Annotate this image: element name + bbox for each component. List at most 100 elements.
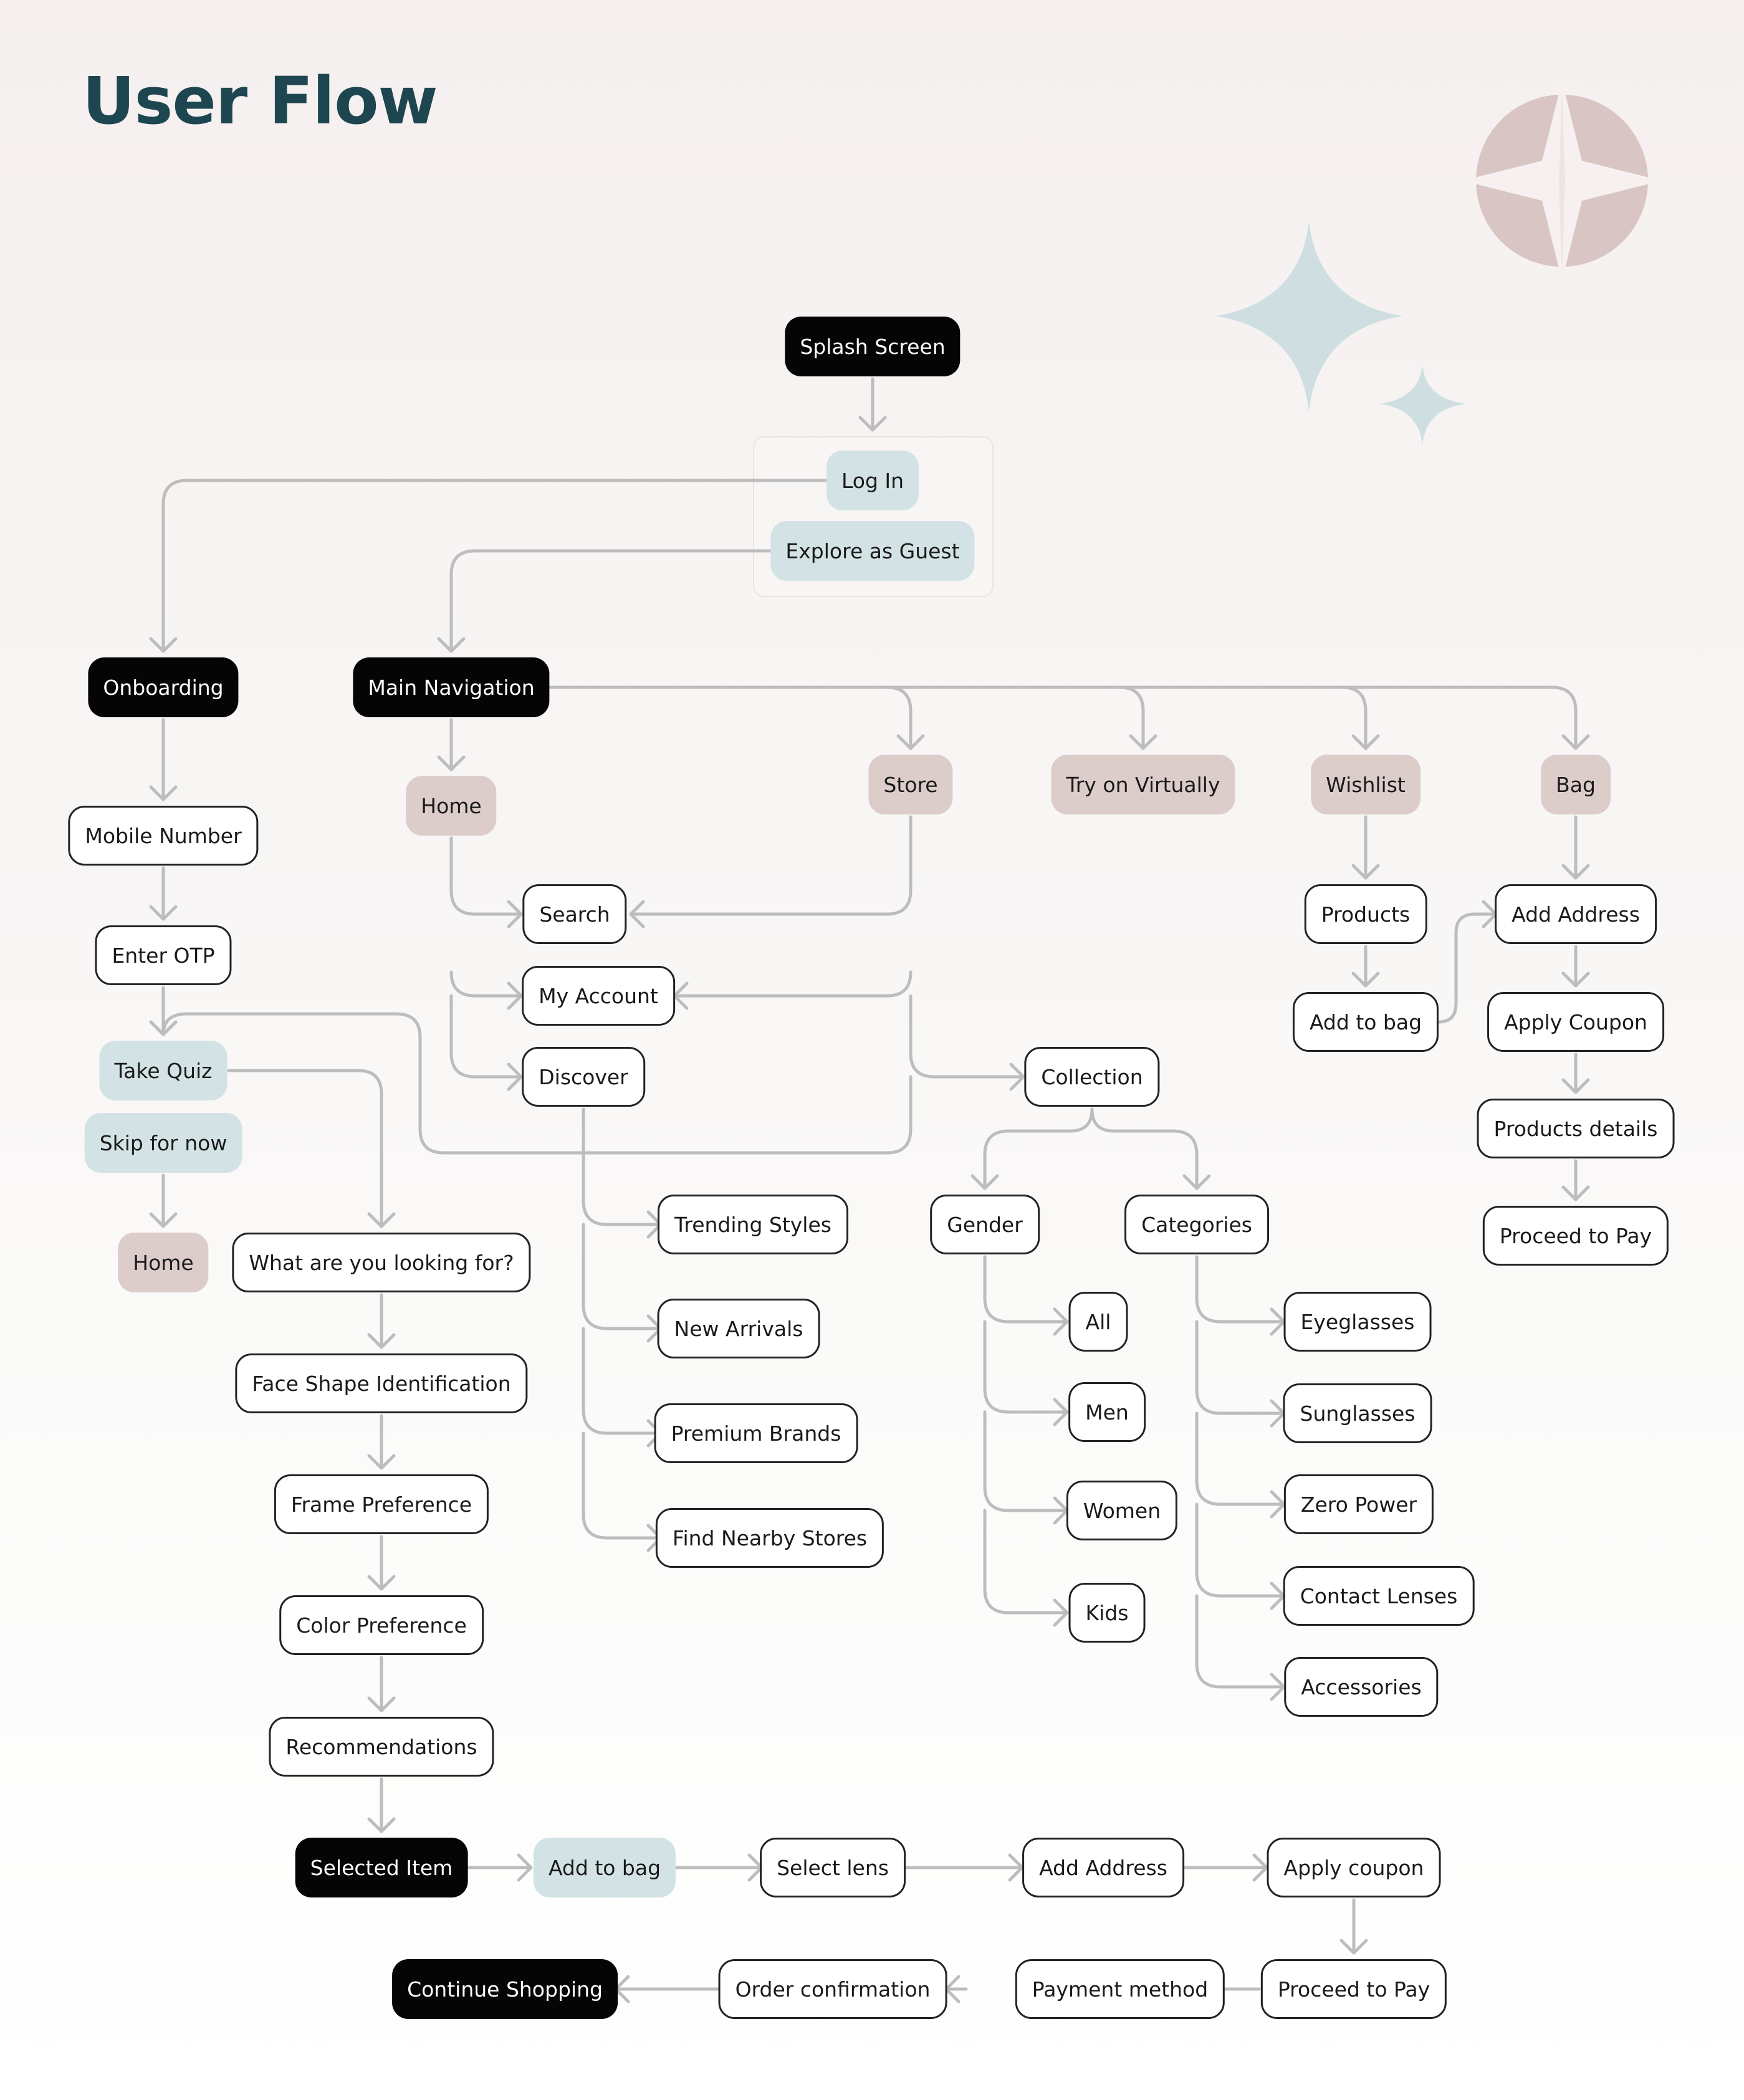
flow-node-addbag1: Add to bag bbox=[1292, 992, 1439, 1052]
arrowhead-paymethod-to-confirm bbox=[944, 1975, 961, 2003]
arrowhead-selected-to-addbag2 bbox=[517, 1853, 533, 1882]
arrowhead-categories-to-contacts bbox=[1270, 1582, 1286, 1610]
flow-node-details: Products details bbox=[1477, 1099, 1675, 1158]
connector-mainnav-to-try bbox=[885, 685, 1145, 750]
sparkle-large-icon bbox=[1215, 221, 1402, 411]
connector-store-to-account bbox=[673, 970, 913, 998]
flow-node-skip: Skip for now bbox=[84, 1113, 242, 1173]
connector-discover-to-arrivals bbox=[582, 1223, 663, 1330]
arrowhead-quiz-to-looking bbox=[367, 1212, 396, 1228]
flow-node-color: Color Preference bbox=[279, 1595, 484, 1655]
flow-node-mobile: Mobile Number bbox=[68, 806, 259, 866]
arrowhead-mainnav-to-wishlist bbox=[1351, 734, 1380, 750]
flow-node-guest: Explore as Guest bbox=[770, 521, 975, 581]
flow-node-zeropower: Zero Power bbox=[1283, 1474, 1434, 1534]
arrowhead-login-to-onboarding bbox=[149, 637, 178, 653]
flow-node-pay2: Proceed to Pay bbox=[1260, 1959, 1447, 2019]
connector-categories-to-contacts bbox=[1195, 1502, 1286, 1598]
arrowhead-gender-to-men bbox=[1053, 1398, 1069, 1426]
connector-collection-to-categories bbox=[1090, 1107, 1199, 1190]
connector-categories-to-zeropower bbox=[1195, 1411, 1286, 1506]
connector-mainnav-to-store bbox=[542, 685, 913, 750]
arrowhead-addaddr1-to-coupon1 bbox=[1561, 971, 1590, 988]
flow-node-home: Home bbox=[406, 776, 497, 836]
flow-node-women: Women bbox=[1066, 1481, 1178, 1540]
flow-node-paymethod: Payment method bbox=[1015, 1959, 1225, 2019]
flow-node-eyeglasses: Eyeglasses bbox=[1283, 1292, 1432, 1352]
arrowhead-mainnav-to-store bbox=[896, 734, 925, 750]
arrowhead-mainnav-to-home bbox=[437, 755, 466, 771]
connector-gender-to-kids bbox=[983, 1509, 1069, 1615]
connector-collection-to-gender bbox=[983, 1107, 1094, 1190]
arrowhead-coupon2-to-pay2 bbox=[1339, 1939, 1368, 1955]
arrowhead-recs-to-selected bbox=[367, 1817, 396, 1833]
flow-node-products: Products bbox=[1304, 884, 1427, 944]
connector-mainnav-to-bag bbox=[1340, 685, 1578, 750]
arrowhead-home-to-discover bbox=[507, 1062, 523, 1091]
decorations bbox=[1215, 81, 1662, 446]
flow-node-homeleft: Home bbox=[118, 1233, 209, 1292]
connector-login-to-onboarding bbox=[161, 479, 828, 653]
arrowhead-onboarding-to-mobile bbox=[149, 785, 178, 801]
arrowhead-collection-to-categories bbox=[1182, 1174, 1211, 1190]
connector-home-to-account bbox=[449, 970, 523, 998]
flow-node-nearby: Find Nearby Stores bbox=[655, 1508, 884, 1568]
arrowhead-details-to-pay1 bbox=[1561, 1185, 1590, 1201]
arrowhead-lens-to-addaddr2 bbox=[1008, 1853, 1024, 1882]
flow-node-wishlist: Wishlist bbox=[1311, 755, 1421, 814]
connector-quiz-to-looking bbox=[227, 1069, 383, 1228]
arrowhead-collection-to-gender bbox=[970, 1174, 999, 1190]
flow-node-arrivals: New Arrivals bbox=[657, 1299, 820, 1358]
arrowhead-confirm-to-continue bbox=[614, 1975, 630, 2003]
flow-node-lens: Select lens bbox=[760, 1838, 906, 1897]
arrowhead-otp-to-quiz bbox=[149, 1020, 178, 1036]
arrowhead-looking-to-face bbox=[367, 1333, 396, 1349]
flow-node-frame: Frame Preference bbox=[274, 1474, 489, 1534]
arrowhead-categories-to-sunglasses bbox=[1270, 1399, 1286, 1428]
flow-node-premium: Premium Brands bbox=[654, 1403, 858, 1463]
arrowhead-wishlist-to-products bbox=[1351, 864, 1380, 880]
arrowhead-face-to-frame bbox=[367, 1454, 396, 1470]
arrowhead-categories-to-eyeglasses bbox=[1270, 1307, 1286, 1336]
flow-node-addaddr2: Add Address bbox=[1022, 1838, 1184, 1897]
flow-node-try: Try on Virtually bbox=[1051, 755, 1235, 814]
arrowhead-skip-to-homeleft bbox=[149, 1212, 178, 1228]
flow-node-confirm: Order confirmation bbox=[718, 1959, 947, 2019]
flow-node-addaddr1: Add Address bbox=[1495, 884, 1657, 944]
flow-node-onboarding: Onboarding bbox=[88, 657, 239, 717]
flow-node-men: Men bbox=[1068, 1382, 1146, 1442]
connector-guest-to-mainnav bbox=[449, 549, 776, 653]
arrowhead-gender-to-women bbox=[1053, 1496, 1069, 1525]
flow-node-coupon2: Apply coupon bbox=[1267, 1838, 1441, 1897]
flow-node-quiz: Take Quiz bbox=[99, 1041, 228, 1100]
flow-node-coupon1: Apply Coupon bbox=[1487, 992, 1664, 1052]
flow-node-gender: Gender bbox=[930, 1195, 1040, 1254]
arrowhead-products-to-addbag1 bbox=[1351, 971, 1380, 988]
sparkle-small-icon bbox=[1379, 365, 1466, 446]
page-title: User Flow bbox=[82, 63, 438, 139]
arrowhead-frame-to-color bbox=[367, 1575, 396, 1591]
connector-discover-to-trending bbox=[582, 1107, 663, 1226]
compass-star-icon bbox=[1462, 81, 1662, 280]
flow-node-account: My Account bbox=[522, 966, 675, 1026]
flow-node-search: Search bbox=[522, 884, 627, 944]
connector-categories-to-accessories bbox=[1195, 1594, 1286, 1689]
connector-gender-to-all bbox=[983, 1255, 1069, 1324]
connector-categories-to-eyeglasses bbox=[1195, 1255, 1286, 1324]
arrowhead-addbag1-to-addaddr1 bbox=[1482, 900, 1498, 928]
arrowhead-home-to-account bbox=[507, 981, 523, 1010]
flow-node-categories: Categories bbox=[1124, 1195, 1269, 1254]
flow-node-store: Store bbox=[868, 755, 953, 814]
connector-home-to-search bbox=[449, 836, 523, 916]
flow-node-login: Log In bbox=[826, 451, 919, 510]
arrowhead-store-to-search bbox=[629, 900, 645, 928]
flow-node-mainnav: Main Navigation bbox=[353, 657, 550, 717]
arrowhead-gender-to-kids bbox=[1053, 1598, 1069, 1627]
flow-node-contacts: Contact Lenses bbox=[1283, 1566, 1475, 1626]
flow-node-trending: Trending Styles bbox=[658, 1195, 848, 1254]
connector-store-to-search bbox=[629, 815, 913, 916]
flow-node-looking: What are you looking for? bbox=[232, 1233, 531, 1292]
connector-store-to-collection bbox=[909, 994, 1025, 1079]
arrowhead-color-to-recs bbox=[367, 1696, 396, 1712]
arrowhead-mobile-to-otp bbox=[149, 905, 178, 921]
